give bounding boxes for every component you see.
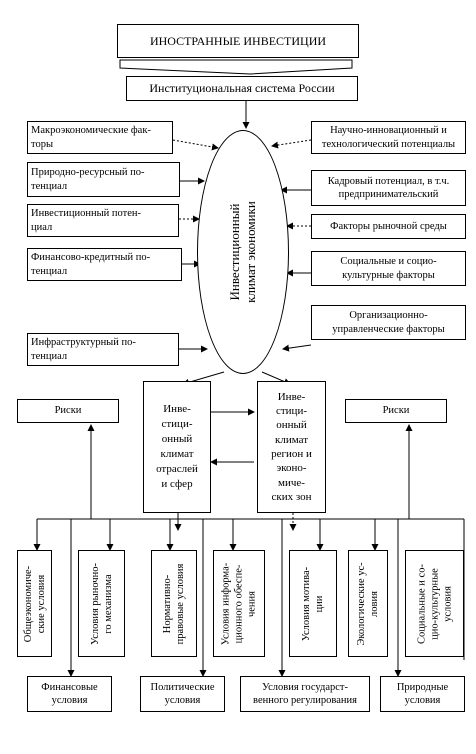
institutional-system-box: Институциональная система России bbox=[126, 76, 358, 101]
condition-social-cultural: Социальные и со- цио-культурные условия bbox=[405, 550, 464, 657]
regional-climate-box: Инве- стици- онный климат регион и эконо… bbox=[257, 381, 326, 513]
risks-left-box: Риски bbox=[17, 399, 119, 423]
factor-financial-credit: Финансово-кредитный по-тенциал bbox=[27, 248, 182, 281]
condition-general-economic: Общеэкономиче- ские условия bbox=[17, 550, 52, 657]
climate-label: Инвестиционный климат экономики bbox=[226, 201, 258, 303]
institutional-text: Институциональная система России bbox=[149, 81, 335, 95]
foreign-investment-title: ИНОСТРАННЫЕ ИНВЕСТИЦИИ bbox=[117, 24, 359, 58]
sector-climate-box: Инве- стици- онный климат отраслей и сфе… bbox=[143, 381, 211, 513]
condition-ecological: Экологические ус- ловия bbox=[348, 550, 388, 657]
risks-right-box: Риски bbox=[345, 399, 447, 423]
factor-social-cultural: Социальные и социо-культурные факторы bbox=[311, 251, 466, 286]
factor-investment-potential: Инвестиционный потен-циал bbox=[27, 204, 179, 237]
condition-information: Условия информа- ционного обеспе- чения bbox=[213, 550, 265, 657]
factor-organizational: Организационно-управленческие факторы bbox=[311, 305, 466, 340]
factor-personnel: Кадровый потенциал, в т.ч.предпринимател… bbox=[311, 170, 466, 206]
condition-legal: Нормативно- правовые условия bbox=[151, 550, 197, 657]
condition-market-mechanism: Условия рыночно- го механизма bbox=[78, 550, 125, 657]
factor-market-environment: Факторы рыночной среды bbox=[311, 214, 466, 239]
condition-motivation: Условия мотива- ции bbox=[289, 550, 337, 657]
investment-climate-ellipse: Инвестиционный климат экономики bbox=[197, 130, 289, 374]
condition-state-regulation: Условия государст-венного регулирования bbox=[240, 676, 370, 712]
factor-natural-resources: Природно-ресурсный по-тенциал bbox=[27, 162, 180, 197]
factor-infrastructure: Инфраструктурный по-тенциал bbox=[27, 333, 179, 366]
factor-macroeconomic: Макроэкономические фак-торы bbox=[27, 121, 173, 154]
title-text: ИНОСТРАННЫЕ ИНВЕСТИЦИИ bbox=[149, 33, 327, 48]
